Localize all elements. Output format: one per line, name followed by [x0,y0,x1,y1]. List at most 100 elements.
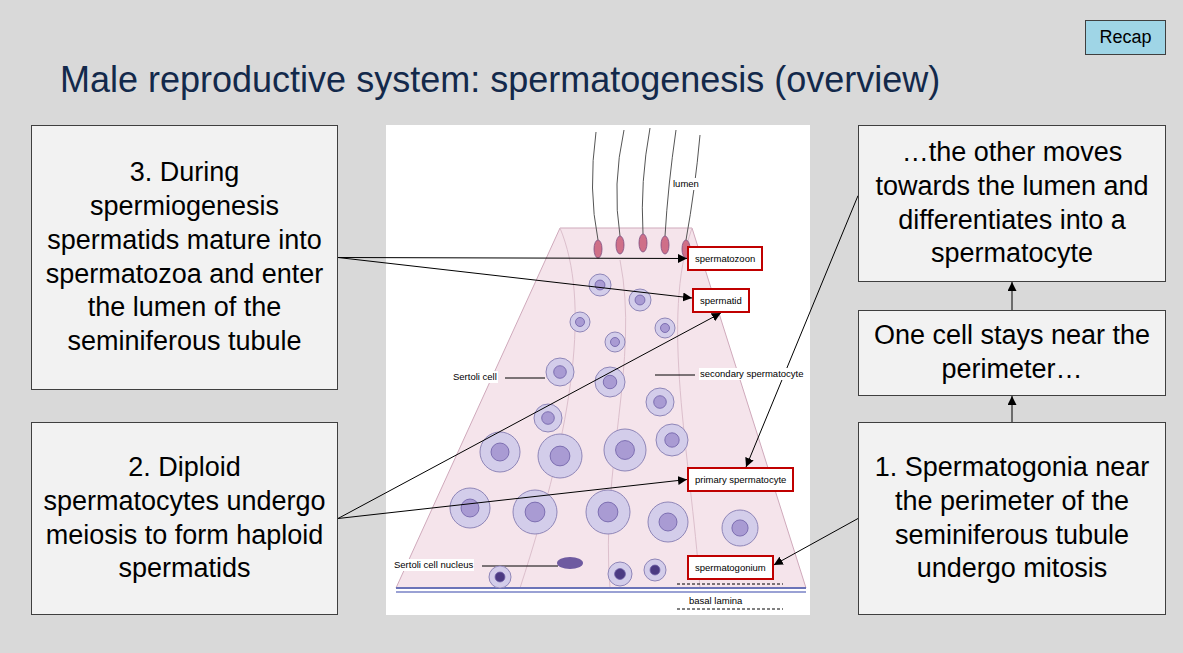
arrow-connector [774,519,858,566]
cell-body [608,562,632,586]
germ-cell [570,312,590,332]
step-box: …the other moves towards the lumen and d… [858,125,1166,282]
cell-nucleus [654,396,667,409]
germ-cell [608,562,632,586]
step-box: One cell stays near the perimeter… [858,310,1166,396]
germ-cell [604,429,646,471]
cell-body [489,566,511,588]
node-text: spermatogonium [695,557,766,578]
node-text: 2. Diploid spermatocytes undergo meiosis… [40,451,329,586]
part-label: Sertoli cell [452,371,498,383]
cell-nucleus [661,324,670,333]
arrow-connector [338,313,721,519]
recap-badge: Recap [1085,20,1166,55]
arrow-connector [1012,282,1013,310]
sertoli-nucleus [557,557,583,569]
leader-line [505,378,545,379]
part-label: lumen [672,178,700,190]
germ-cell [538,434,582,478]
part-label: secondary spermatocyte [699,368,805,380]
cell-nucleus [598,502,618,522]
leader-line [482,566,558,567]
cell-nucleus [491,443,509,461]
cell-nucleus [576,318,585,327]
node-text: spermatid [700,290,742,311]
step-box: 1. Spermatogonia near the perimeter of t… [858,422,1166,615]
step-box: 3. During spermiogenesis spermatids matu… [31,125,338,390]
cell-label-box: spermatozoon [687,246,763,271]
germ-cell [534,404,562,432]
cell-nucleus [525,502,545,522]
sperm-head [639,234,647,252]
cell-body [450,488,490,528]
illustration-panel [386,125,810,615]
cell-body [589,274,611,296]
cell-body [586,490,630,534]
cell-label-box: primary spermatocyte [687,467,794,492]
cell-nucleus [611,338,620,347]
cell-body [595,367,625,397]
node-text: 1. Spermatogonia near the perimeter of t… [867,451,1157,586]
node-text: 3. During spermiogenesis spermatids matu… [40,156,329,359]
basal-lamina-band [396,587,806,589]
cell-nucleus [461,499,479,517]
arrow-connector [1012,396,1013,422]
part-label: Sertoli cell nucleus [393,559,474,571]
cell-body [656,424,688,456]
node-text: Recap [1099,27,1151,48]
sperm-head [661,236,669,254]
cell-nucleus [542,412,555,425]
cell-label-box: spermatogonium [687,555,774,580]
cell-body [655,318,675,338]
cell-body [604,429,646,471]
sperm-tail [592,132,598,240]
node-text: primary spermatocyte [695,469,786,490]
cell-nucleus [595,280,605,290]
cell-label-box: spermatid [692,288,750,313]
cell-nucleus [659,513,677,531]
sperm-tail [617,130,624,236]
germ-cell [655,318,675,338]
sertoli-cell-outline [608,260,625,588]
dashed-bracket [677,609,783,610]
germ-cell [656,424,688,456]
germ-cell [546,358,574,386]
arrow-connector [338,258,692,299]
germ-cell [648,502,688,542]
cell-nucleus [615,569,626,580]
dashed-bracket [677,584,783,585]
arrow-connector [746,196,858,467]
cell-body [546,358,574,386]
germ-cell [480,432,520,472]
cell-nucleus [495,572,505,582]
cell-body [538,434,582,478]
step-box: 2. Diploid spermatocytes undergo meiosis… [31,422,338,615]
sertoli-cell-outline [520,228,575,588]
germ-cell [722,510,758,546]
cell-nucleus [732,520,748,536]
cell-nucleus [616,441,635,460]
sperm-head [616,236,624,254]
cell-nucleus [665,433,679,447]
slide-title: Male reproductive system: spermatogenesi… [60,58,940,102]
arrow-connector [338,480,687,519]
cell-body [570,312,590,332]
germ-cell [646,388,674,416]
node-text: One cell stays near the perimeter… [867,319,1157,387]
arrow-connector [338,258,687,259]
sperm-tail [642,128,650,234]
cell-body [480,432,520,472]
node-text: …the other moves towards the lumen and d… [867,136,1157,271]
basal-lamina-band [396,591,806,593]
germ-cell [450,488,490,528]
epithelium-wedge [396,228,806,588]
germ-cell [489,566,511,588]
cell-body [534,404,562,432]
germ-cell [589,274,611,296]
node-text: spermatozoon [695,248,755,269]
cell-nucleus [650,565,660,575]
leader-line [655,375,695,376]
cell-body [644,559,666,581]
cell-body [605,332,625,352]
